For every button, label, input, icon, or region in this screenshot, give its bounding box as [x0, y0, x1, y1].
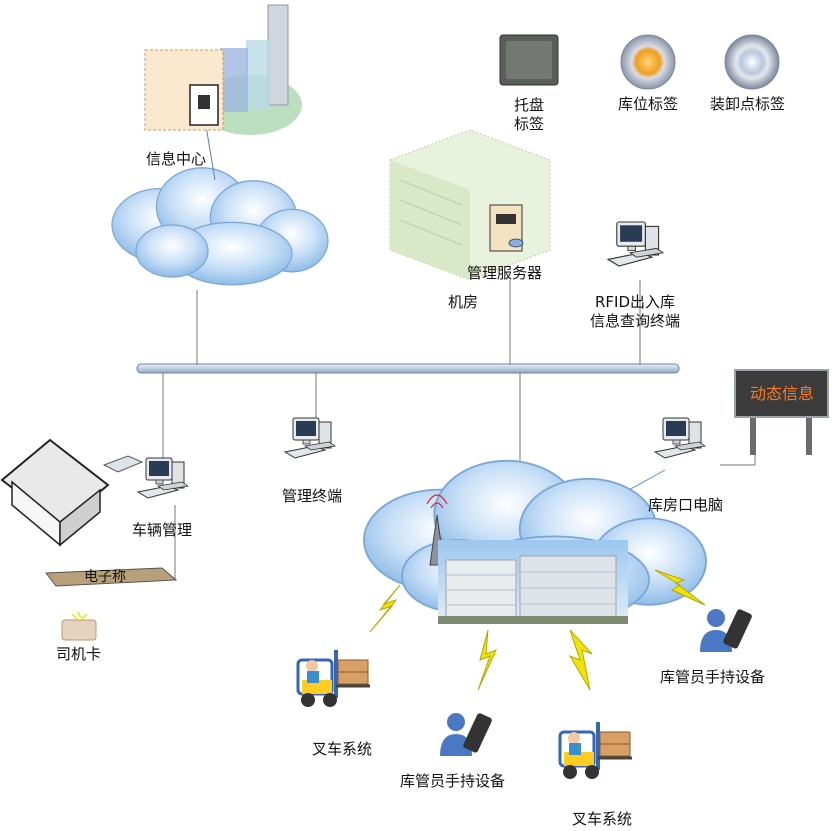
mgmt-terminal-pc-icon	[284, 417, 336, 459]
pallet-tag-icon	[499, 34, 559, 86]
dynamic-info-label: 动态信息	[750, 384, 815, 403]
slot-tag-label: 库位标签	[618, 95, 679, 113]
scale-label: 电子称	[84, 569, 126, 585]
mgmt-terminal-label: 管理终端	[282, 487, 343, 505]
handheld-bottom-icon	[440, 713, 492, 756]
loading-tag-label: 装卸点标签	[710, 95, 786, 113]
server-icon	[489, 204, 524, 252]
loading-tag-icon	[724, 34, 780, 90]
warehouse-photo	[438, 540, 628, 624]
dynamic-info-sign	[734, 369, 829, 455]
vehicle-pc-icon	[137, 457, 189, 499]
top-cloud	[111, 167, 329, 286]
forklift-left-icon	[296, 648, 372, 709]
forklift-bottom-icon	[558, 720, 634, 781]
forklift-bottom-label: 叉车系统	[572, 810, 633, 828]
handheld-right-label: 库管员手持设备	[660, 668, 766, 686]
network-bus	[136, 363, 680, 374]
vehicle-mgmt-label: 车辆管理	[132, 521, 193, 539]
warehouse-pc-label: 库房口电脑	[648, 496, 724, 514]
rfid-terminal-label: RFID出入库 信息查询终端	[590, 293, 681, 330]
driver-card-label: 司机卡	[56, 645, 102, 663]
machine-room-icon	[389, 129, 551, 281]
driver-card-icon	[61, 611, 97, 641]
handheld-right-icon	[700, 609, 752, 652]
vehicle-house-icon	[0, 438, 144, 547]
wireless-signals	[369, 569, 706, 691]
pallet-tag-label: 托盘 标签	[514, 96, 545, 133]
handheld-bottom-label: 库管员手持设备	[400, 772, 506, 790]
info-center-label: 信息中心	[146, 150, 207, 168]
forklift-left-label: 叉车系统	[312, 740, 373, 758]
info-center-icon	[144, 4, 302, 135]
slot-tag-icon	[620, 34, 676, 90]
warehouse-pc-icon	[654, 417, 706, 459]
server-label: 管理服务器	[467, 264, 543, 282]
rfid-terminal-pc-icon	[607, 221, 664, 267]
scale-icon	[45, 567, 178, 587]
machine-room-label: 机房	[448, 293, 479, 311]
